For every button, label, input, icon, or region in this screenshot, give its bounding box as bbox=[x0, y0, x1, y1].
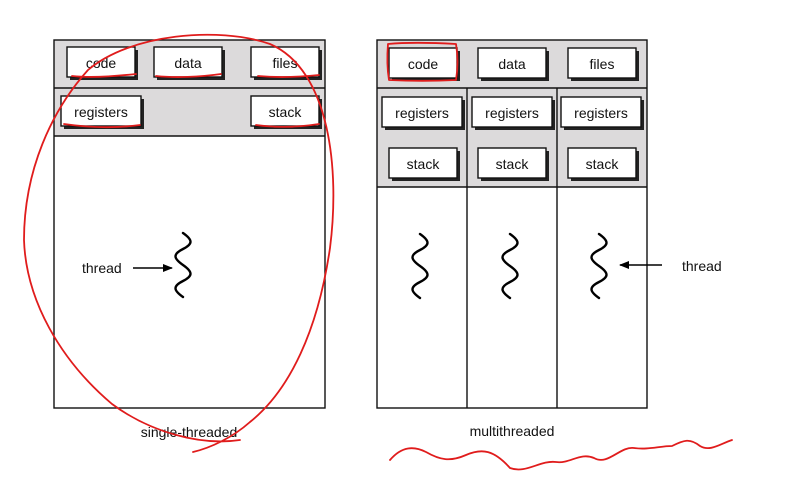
data-label: data bbox=[498, 56, 525, 72]
code-label: code bbox=[86, 55, 117, 71]
code-label: code bbox=[408, 56, 439, 72]
registers-box: registers bbox=[60, 95, 144, 129]
underline-stack bbox=[255, 123, 320, 128]
circle-single-threaded bbox=[23, 33, 335, 453]
code-box: code bbox=[388, 47, 460, 81]
single-threaded-process: code data files registers stack thr bbox=[53, 39, 326, 409]
squiggle-multithreaded bbox=[389, 439, 733, 471]
underline-code bbox=[71, 73, 137, 78]
registers-label: registers bbox=[574, 105, 628, 121]
thread-label: thread bbox=[682, 258, 722, 274]
thread-squiggle bbox=[501, 232, 519, 300]
thread-label: thread bbox=[82, 260, 122, 276]
registers-label: registers bbox=[74, 104, 128, 120]
stack-box: stack bbox=[250, 95, 322, 129]
red-annotations bbox=[23, 33, 733, 471]
underline-registers bbox=[63, 123, 141, 129]
multithreaded-process: code data files registers stack register… bbox=[376, 39, 722, 409]
stack-label: stack bbox=[586, 156, 620, 172]
thread-3-column: registers stack bbox=[560, 96, 644, 300]
thread-squiggle bbox=[174, 231, 192, 299]
underline-data bbox=[155, 73, 222, 78]
files-box: files bbox=[567, 47, 639, 81]
process-outline bbox=[53, 39, 326, 409]
files-label: files bbox=[590, 56, 615, 72]
thread-1-column: registers stack bbox=[381, 96, 465, 300]
thread-2-column: registers stack bbox=[471, 96, 555, 300]
registers-label: registers bbox=[485, 105, 539, 121]
files-box: files bbox=[250, 46, 322, 80]
stack-label: stack bbox=[496, 156, 530, 172]
thread-squiggle bbox=[590, 232, 608, 300]
registers-label: registers bbox=[395, 105, 449, 121]
thread-squiggle bbox=[411, 232, 429, 300]
process-outline bbox=[376, 39, 648, 409]
multithreaded-caption: multithreaded bbox=[470, 423, 555, 439]
stack-label: stack bbox=[269, 104, 303, 120]
data-box: data bbox=[477, 47, 549, 81]
stack-label: stack bbox=[407, 156, 441, 172]
box-code bbox=[386, 41, 459, 82]
data-label: data bbox=[174, 55, 201, 71]
underline-files bbox=[257, 74, 320, 78]
single-threaded-caption: single-threaded bbox=[141, 424, 238, 440]
files-label: files bbox=[273, 55, 298, 71]
